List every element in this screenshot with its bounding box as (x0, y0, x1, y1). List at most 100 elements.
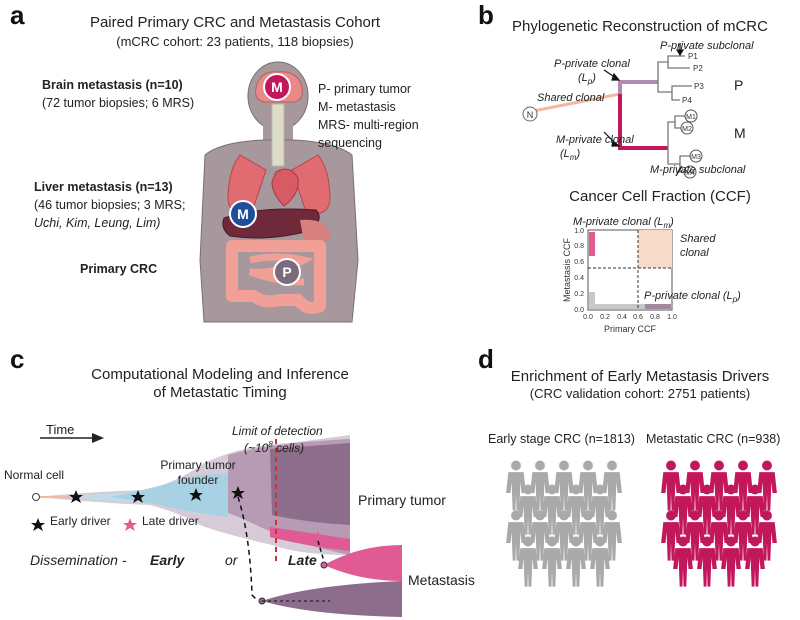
primary-tumor-badge: P (273, 258, 301, 286)
early-stage-label: Early stage CRC (n=1813) (488, 432, 635, 446)
metastatic-label: Metastatic CRC (n=938) (646, 432, 781, 446)
panel-a-subtitle: (mCRC cohort: 23 patients, 118 biopsies) (116, 34, 354, 49)
person-silhouette (518, 484, 538, 535)
person-silhouette (661, 510, 681, 561)
p-private-subclonal-label: P-private subclonal (660, 40, 754, 52)
panel-b-title: Phylogenetic Reconstruction of mCRC (512, 18, 768, 35)
phylogenetic-tree: N P1 P2 P3 P4 M1 M2 M3 M4 P M (522, 44, 746, 179)
ccf-shared-label: Shared (680, 233, 716, 245)
panel-c-title-2: of Metastatic Timing (153, 384, 287, 401)
m-private-subclonal-label: M-private subclonal (650, 164, 746, 176)
leaf-m4: M4 (685, 170, 695, 177)
late-driver-legend: Late driver (142, 514, 199, 528)
person-silhouette (745, 484, 765, 535)
leaf-p3: P3 (694, 82, 704, 91)
brain-metastasis-heading: Brain metastasis (n=10) (42, 78, 183, 92)
person-silhouette (542, 536, 562, 587)
panel-d-subtitle: (CRC validation cohort: 2751 patients) (529, 386, 751, 401)
brain-metastasis-detail: (72 tumor biopsies; 6 MRS) (42, 96, 195, 110)
y-tick-3: 0.6 (574, 259, 584, 266)
x-tick-4: 0.8 (650, 314, 660, 321)
person-silhouette (602, 460, 622, 511)
person-silhouette (578, 460, 598, 511)
leaf-m3: M3 (691, 154, 701, 161)
leaf-m1: M1 (686, 114, 696, 121)
leaf-p1: P1 (688, 52, 698, 61)
root-node-label: N (527, 110, 534, 120)
panel-a-title: Paired Primary CRC and Metastasis Cohort (89, 14, 381, 31)
panel-b-letter: b (478, 0, 494, 30)
person-silhouette (566, 536, 586, 587)
liver-metastasis-heading: Liver metastasis (n=13) (34, 180, 173, 194)
group-m-label: M (734, 125, 746, 141)
legend-metastasis: M- metastasis (318, 100, 396, 114)
ccf-title: Cancer Cell Fraction (CCF) (569, 188, 751, 205)
person-silhouette (697, 484, 717, 535)
early-stage-people (506, 460, 622, 587)
person-silhouette (590, 536, 610, 587)
person-silhouette (721, 536, 741, 587)
panel-c-letter: c (10, 344, 25, 374)
early-driver-legend: Early driver (50, 514, 111, 528)
limit-detection-cells: (~108 cells) (244, 440, 305, 455)
ccf-m-private-label: M-private clonal (Lm) (573, 216, 674, 231)
founder-label: Primary tumor (160, 458, 236, 472)
person-silhouette (661, 460, 681, 511)
person-silhouette (733, 460, 753, 511)
person-silhouette (673, 536, 693, 587)
panel-d-title: Enrichment of Early Metastasis Drivers (510, 368, 770, 385)
person-silhouette (542, 484, 562, 535)
person-silhouette (530, 460, 550, 511)
y-tick-4: 0.8 (574, 243, 584, 250)
x-tick-3: 0.6 (633, 314, 643, 321)
m-private-clonal-label: M-private clonal (556, 134, 634, 146)
person-silhouette (745, 536, 765, 587)
person-silhouette (709, 460, 729, 511)
founder-label-2: founder (177, 473, 219, 487)
person-silhouette (590, 484, 610, 535)
group-p-label: P (734, 77, 743, 93)
legend-mrs-cont: sequencing (318, 136, 382, 150)
y-tick-2: 0.4 (574, 275, 584, 282)
x-tick-0: 0.0 (583, 314, 593, 321)
shared-clonal-label: Shared clonal (537, 92, 605, 104)
liver-metastasis-authors: Uchi, Kim, Leung, Lim) (34, 216, 161, 230)
normal-cell-label: Normal cell (4, 468, 65, 482)
person-silhouette (733, 510, 753, 561)
person-silhouette (697, 536, 717, 587)
x-tick-1: 0.2 (600, 314, 610, 321)
ccf-x-label: Primary CCF (604, 324, 656, 334)
person-silhouette (685, 460, 705, 511)
lp-label: (Lp) (578, 72, 596, 87)
person-silhouette (685, 510, 705, 561)
lm-label: (Lm) (560, 148, 581, 163)
x-tick-2: 0.4 (617, 314, 627, 321)
panel-c-title-1: Computational Modeling and Inference (91, 366, 349, 383)
time-label: Time (46, 422, 75, 437)
panel-a-letter: a (10, 0, 25, 30)
y-tick-1: 0.2 (574, 291, 584, 298)
ccf-p-private-label: P-private clonal (Lp) (644, 290, 741, 305)
liver-metastasis-badge: M (229, 200, 257, 228)
ccf-shared-label-2: clonal (680, 247, 709, 259)
legend-primary: P- primary tumor (318, 82, 412, 96)
person-silhouette (709, 510, 729, 561)
y-tick-5: 1.0 (574, 228, 584, 235)
person-silhouette (578, 510, 598, 561)
timing-model (31, 433, 402, 617)
person-silhouette (673, 484, 693, 535)
body-illustration (199, 61, 359, 323)
legend-mrs: MRS- multi-region (318, 118, 419, 132)
metastatic-people (661, 460, 777, 587)
x-tick-5: 1.0 (667, 314, 677, 321)
p-private-clonal-label: P-private clonal (554, 58, 630, 70)
primary-crc-label: Primary CRC (80, 262, 158, 276)
y-tick-0: 0.0 (574, 307, 584, 314)
person-silhouette (757, 510, 777, 561)
metastasis-label: Metastasis (408, 572, 475, 588)
person-silhouette (554, 460, 574, 511)
leaf-p4: P4 (682, 96, 692, 105)
person-silhouette (530, 510, 550, 561)
panel-d-letter: d (478, 344, 494, 374)
person-silhouette (506, 510, 526, 561)
